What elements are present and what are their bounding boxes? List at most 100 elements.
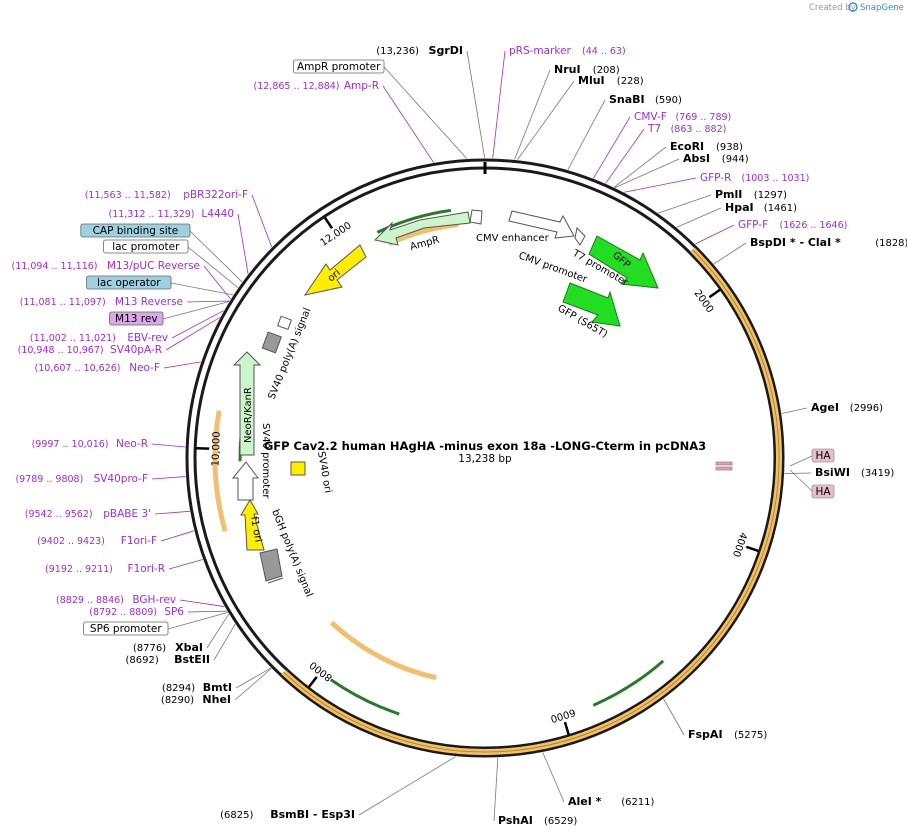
- label-pos: (208): [593, 65, 620, 76]
- label-pos: (9997 .. 10,016): [32, 439, 109, 450]
- feature-box-text: AmpR promoter: [297, 61, 381, 73]
- label-pbr322ori-f: pBR322ori-F(11,563 .. 11,582): [85, 189, 248, 201]
- leader-mlui: [517, 80, 575, 160]
- feature-box: [292, 59, 385, 74]
- label-cmv-f: CMV-F(769 .. 789): [634, 111, 731, 123]
- ha-leader-2: [789, 469, 813, 492]
- leader-absi: [614, 158, 680, 188]
- label-name: SgrDI: [429, 44, 463, 57]
- label-ampr: AmpR: [409, 235, 441, 253]
- leader-bgh-rev: [179, 599, 225, 607]
- label-name: CMV-F: [634, 111, 667, 123]
- label-pmli: PmlI(1297): [715, 188, 787, 201]
- label-t7: T7(863 .. 882): [647, 123, 726, 135]
- label-lac-operator: lac operator: [86, 275, 172, 290]
- insert-band-line: [283, 249, 780, 753]
- label-name: NheI: [202, 693, 231, 706]
- label-pos: (944): [722, 154, 749, 165]
- label-pos: (10,607 .. 10,626): [35, 363, 121, 374]
- label-xbai: XbaI(8776): [133, 641, 203, 654]
- label-pos: (10,948 .. 10,967): [18, 345, 104, 356]
- label-name: BmtI: [203, 681, 232, 694]
- leader-lac-operator: [170, 282, 234, 296]
- leader-prs-marker: [492, 50, 506, 159]
- label-pos: (3419): [861, 468, 894, 479]
- label-name: AleI *: [568, 795, 602, 808]
- ha-leader-1: [789, 455, 813, 467]
- label-bsmbi-esp3i: BsmBI - Esp3I(6825): [220, 808, 355, 821]
- label-ebv-rev: EBV-rev(11,002 .. 11,021): [30, 332, 168, 344]
- label-name: NruI: [554, 63, 581, 76]
- tick-label: 4000: [730, 531, 749, 559]
- feature-box: [103, 239, 189, 254]
- label-pos: (1461): [764, 203, 797, 214]
- label-neo-f: Neo-F (10,607 .. 10,626): [35, 362, 160, 374]
- feature-box: [80, 223, 191, 238]
- label-name: F1ori-F: [121, 535, 157, 547]
- label-neo-r: Neo-R(9997 .. 10,016): [32, 438, 148, 450]
- label-pos: (863 .. 882): [671, 124, 727, 135]
- tick-label: 2000: [691, 288, 715, 315]
- leader-sp6-promoter: [167, 611, 228, 630]
- label-bgh-rev: BGH-rev(8829 .. 8846): [56, 594, 176, 606]
- label-mlui: MluI(228): [578, 74, 644, 87]
- label-pos: (2996): [850, 403, 883, 414]
- label-fspai: FspAI(5275): [688, 728, 767, 741]
- label-bsiwi: BsiWI(3419): [815, 466, 894, 479]
- leader-lac-promoter: [187, 246, 239, 289]
- label-name: GFP-F: [738, 219, 768, 231]
- label-sv40pro-f: SV40pro-F(9789 .. 9808): [15, 473, 148, 485]
- feature-box-text: lac promoter: [112, 241, 180, 253]
- leader-sv40pa-r: [165, 316, 221, 351]
- label-prs-marker: pRS-marker(44 .. 63): [509, 45, 626, 57]
- feature-box-text: CAP binding site: [93, 225, 179, 237]
- feature-f1-ori: [240, 499, 265, 551]
- label-name: Neo-F: [129, 362, 160, 374]
- leader-hpai: [676, 207, 722, 228]
- label-name: F1ori-R: [128, 563, 165, 575]
- tick-8000: [307, 676, 318, 688]
- label-pos: (228): [617, 76, 644, 87]
- brand-prefix: Created by: [809, 3, 856, 13]
- leader-bmti: [235, 667, 272, 689]
- label-pos: (11,563 .. 11,582): [85, 190, 171, 201]
- tick-12,000: [323, 216, 334, 229]
- feature-gfp: [588, 235, 659, 289]
- leader-amp-r: [382, 85, 434, 163]
- label-name: PmlI: [715, 188, 742, 201]
- label-pos: (8792 .. 8809): [89, 607, 157, 618]
- feature-box-text: M13 rev: [115, 313, 158, 325]
- feature-neor-kanr: [232, 351, 262, 456]
- feature-bgh-polya: [259, 548, 283, 582]
- label-sp6: SP6 (8792 .. 8809): [89, 606, 184, 618]
- leader-bsiwi: [784, 472, 812, 474]
- label-pbabe-3-: pBABE 3'(9542 .. 9562): [25, 508, 151, 520]
- label-pos: (8829 .. 8846): [56, 595, 124, 606]
- leader-cap-binding-site: [189, 230, 243, 283]
- leader-nrui: [514, 69, 551, 160]
- label-pos: (1626 .. 1646): [780, 220, 848, 231]
- tick-label: 12,000: [319, 220, 354, 249]
- leader-agei: [781, 407, 808, 414]
- brand-name: SnapGene: [860, 3, 904, 13]
- label-pos: (1828): [875, 238, 907, 249]
- label-bspdi-clai-: BspDI * - ClaI *(1828): [750, 236, 907, 249]
- label-l4440: L4440(11,312 .. 11,329): [109, 208, 234, 220]
- outer-labels: SgrDI(13,236)pRS-marker(44 .. 63)AmpR pr…: [12, 44, 907, 827]
- label-pshai: PshAI(6529): [498, 814, 577, 827]
- leader-t7: [605, 128, 645, 184]
- label-pos: (590): [655, 95, 682, 106]
- leader-bspdi-clai-: [713, 242, 747, 265]
- label-nrui: NruI (208): [554, 63, 620, 76]
- leader-sv40pro-f: [151, 476, 186, 480]
- leader-m13-reverse: [186, 300, 230, 303]
- ha-tag-box-2: [811, 484, 835, 499]
- leader-pbr322ori-f: [251, 194, 273, 248]
- feature-box-text: SP6 promoter: [90, 623, 162, 635]
- ha-mark-1: [715, 461, 733, 466]
- label-name: SP6: [164, 606, 184, 618]
- feature-sv40-ori: [290, 461, 306, 476]
- ha-mark-2: [715, 466, 733, 471]
- label-name: EBV-rev: [127, 332, 168, 344]
- label-neor-kanr: NeoR/KanR: [243, 387, 254, 443]
